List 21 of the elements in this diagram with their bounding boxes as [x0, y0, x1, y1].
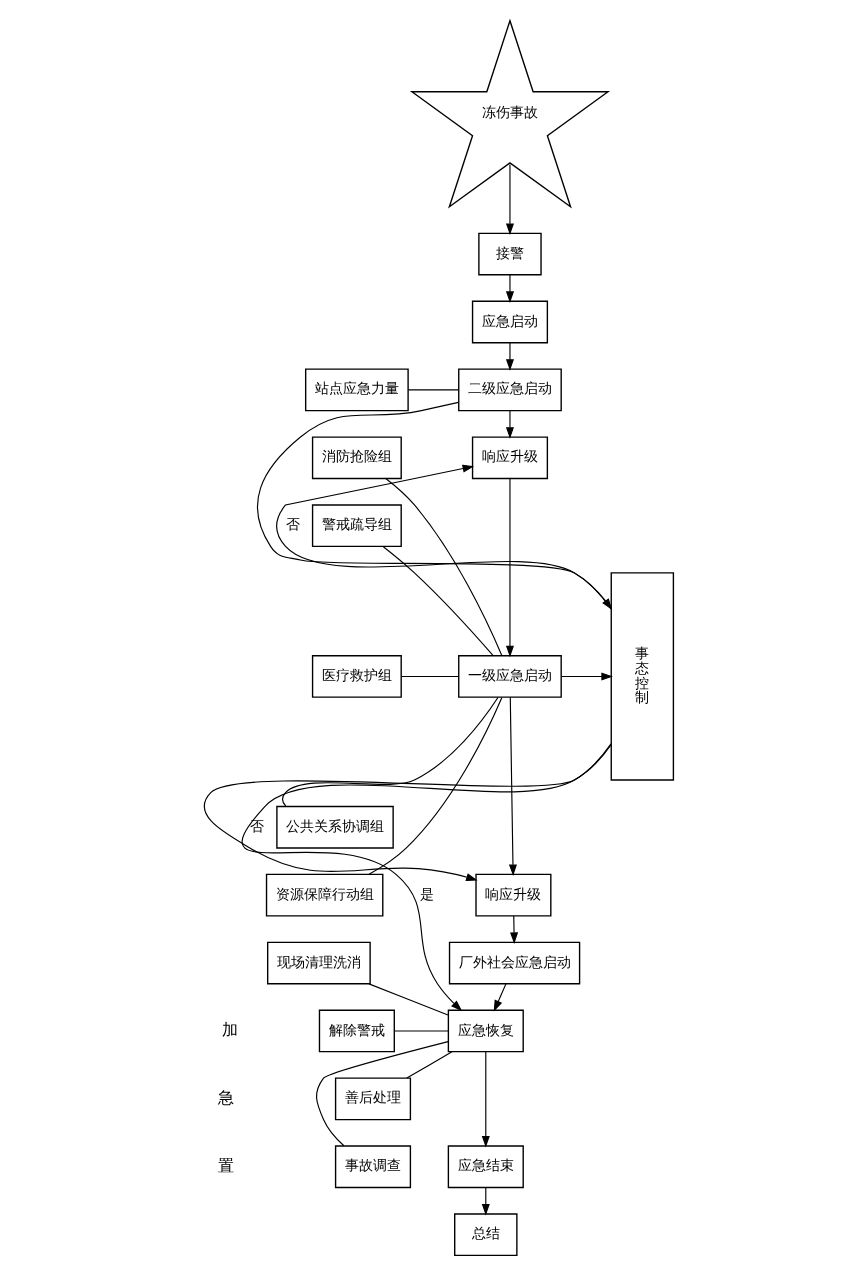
arrow — [504, 342, 513, 371]
arrow — [480, 1051, 489, 1148]
connector — [406, 389, 459, 391]
connector — [314, 1041, 448, 1147]
connector — [384, 477, 502, 656]
arrow — [202, 744, 611, 882]
arrow — [507, 696, 516, 877]
connector — [367, 697, 502, 875]
arrow — [560, 672, 612, 681]
connector — [367, 983, 448, 1016]
arrow — [504, 410, 513, 439]
connector — [405, 1051, 452, 1079]
arrow — [241, 743, 611, 1012]
connector — [399, 675, 459, 678]
arrow — [504, 477, 513, 658]
connector — [393, 1030, 448, 1032]
arrow — [504, 274, 513, 303]
connector — [381, 546, 493, 657]
arrow — [509, 915, 518, 944]
connector — [280, 696, 498, 807]
arrow — [492, 983, 506, 1012]
